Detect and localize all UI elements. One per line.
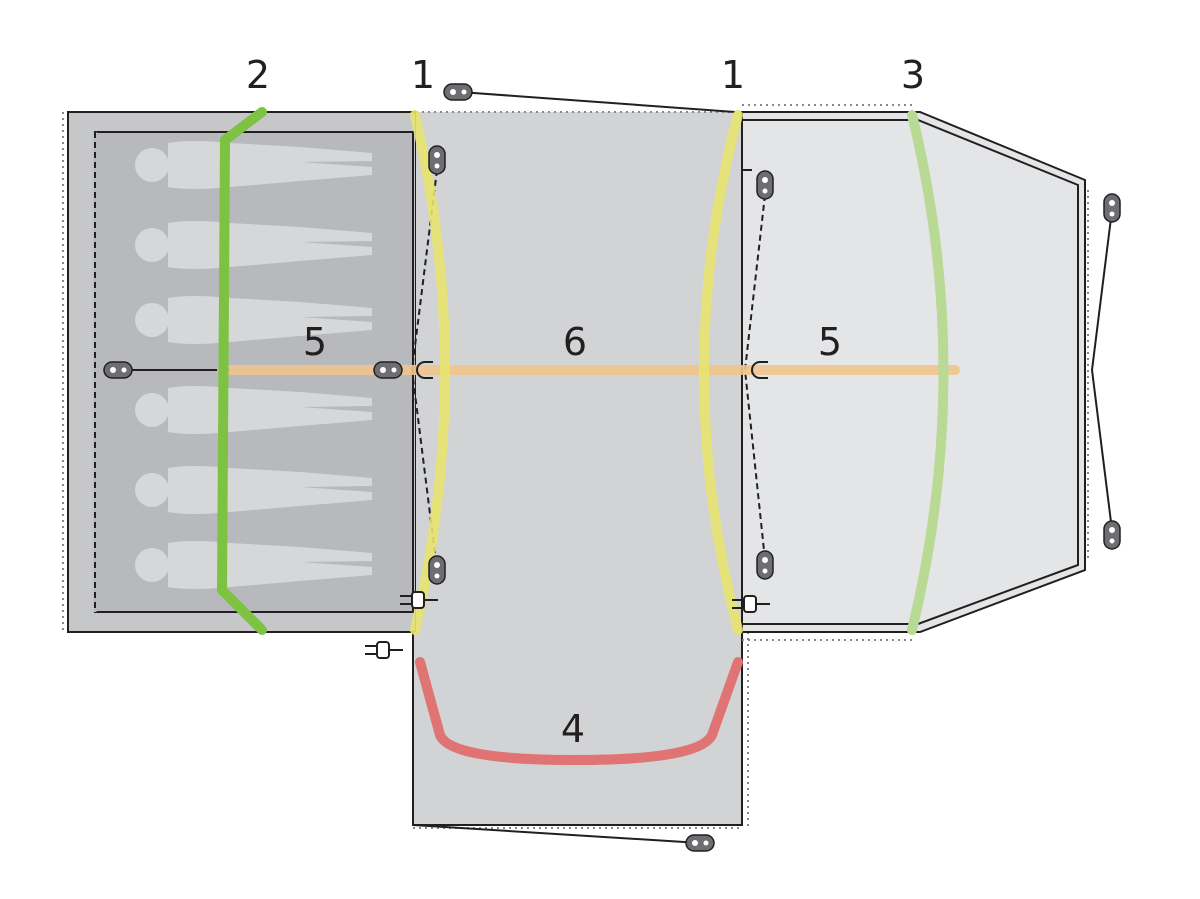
label-pole-5-left: 5 xyxy=(303,320,327,364)
sleeper-figure xyxy=(135,141,372,189)
label-pole-2: 2 xyxy=(246,53,270,97)
label-pole-6: 6 xyxy=(563,320,587,364)
power-plugs xyxy=(365,591,770,659)
tent-peg-icon xyxy=(1103,193,1121,223)
label-pole-4: 4 xyxy=(561,707,585,751)
tent-peg-icon xyxy=(756,550,774,580)
tent-peg-icon xyxy=(756,170,774,200)
pole-2 xyxy=(217,107,267,635)
power-plug-icon xyxy=(732,595,770,613)
tent-peg-icon xyxy=(1103,520,1121,550)
tent-peg-icon xyxy=(103,361,133,379)
power-plug-icon xyxy=(400,591,438,609)
tent-peg-icon xyxy=(373,361,403,379)
pole-3 xyxy=(907,110,949,635)
sleeper-figure xyxy=(135,221,372,269)
tent-peg-icon xyxy=(685,834,715,852)
power-plug-icon xyxy=(365,641,403,659)
pole-clip-icon xyxy=(751,361,768,379)
tent-peg-icon xyxy=(428,145,446,175)
pole-clip-icon xyxy=(416,361,433,379)
label-pole-5-right: 5 xyxy=(818,320,842,364)
label-pole-1-left: 1 xyxy=(411,53,435,97)
tent-peg-icon xyxy=(443,83,473,101)
living-area xyxy=(413,112,742,825)
pole-4 xyxy=(415,657,743,765)
pegs xyxy=(103,83,1121,852)
label-pole-1-right: 1 xyxy=(721,53,745,97)
pole-1-right xyxy=(699,110,743,635)
pole-1-left xyxy=(410,110,450,635)
label-pole-3: 3 xyxy=(901,53,925,97)
tent-peg-icon xyxy=(428,555,446,585)
